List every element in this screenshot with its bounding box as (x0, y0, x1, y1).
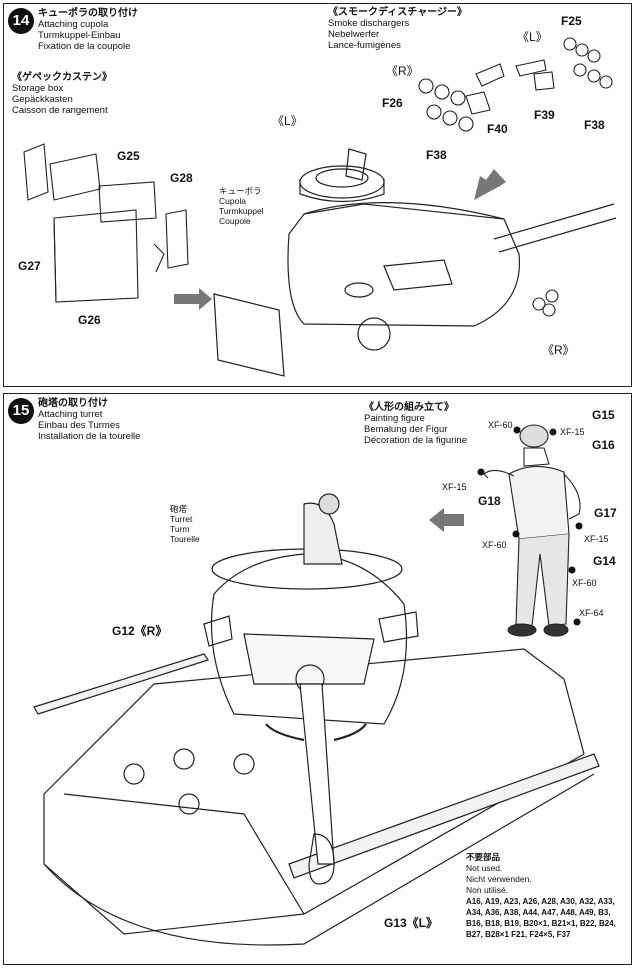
figure-arrow (429, 508, 464, 532)
figure-drawing (483, 424, 581, 637)
storage-en: Storage box (12, 83, 64, 94)
not-used-list: A16, A19, A23, A26, A28, A30, A32, A33, … (466, 897, 616, 939)
part-label-g14: G14 (593, 554, 616, 568)
title-jp: キューポラの取り付け (38, 8, 138, 19)
side-label-r-bottom: 《R》 (542, 343, 575, 357)
part-label-g16: G16 (592, 438, 615, 452)
figure-caption: 《人形の組み立て》 Painting figure Bemalung der F… (364, 402, 467, 446)
tank-hull-drawing (33, 648, 600, 946)
storage-jp: 《ゲペックカステン》 (12, 72, 112, 83)
turret-drawing (203, 493, 419, 885)
cupola-jp: キューポラ (219, 186, 262, 196)
step-15-title: 砲塔の取り付け Attaching turret Einbau des Turm… (38, 398, 140, 442)
smoke-de: Nebelwerfer (328, 29, 380, 40)
part-label-f26: F26 (382, 96, 403, 110)
smoke-en: Smoke dischargers (328, 18, 410, 29)
not-used-parts: 不要部品 Not used. Nicht verwenden. Non util… (466, 852, 626, 940)
figure-en: Painting figure (364, 413, 425, 424)
figure-fr: Décoration de la figurine (364, 435, 467, 446)
step-number: 14 (8, 8, 34, 34)
part-label-f38-left: F38 (426, 148, 447, 162)
side-label-r-top: 《R》 (386, 64, 419, 78)
title-en: Attaching turret (38, 409, 103, 420)
smoke-fr: Lance-fumigènes (328, 40, 401, 51)
paint-xf15-top: XF-15 (560, 427, 585, 437)
smoke-jp: 《スモークディスチャージー》 (328, 7, 467, 18)
part-label-g13: G13《L》 (384, 916, 439, 930)
paint-xf60-right: XF-60 (572, 578, 597, 588)
smoke-arrow (474, 169, 506, 200)
part-label-f38-right: F38 (584, 118, 605, 132)
side-label-l-cupola: 《L》 (272, 114, 303, 128)
title-fr: Installation de la tourelle (38, 431, 141, 442)
storage-box-caption: 《ゲペックカステン》 Storage box Gepäckkasten Cais… (12, 72, 112, 116)
side-label-l-top: 《L》 (517, 30, 548, 44)
paint-xf64: XF-64 (579, 608, 604, 618)
storage-de: Gepäckkasten (12, 94, 73, 105)
paint-xf60-top: XF-60 (488, 420, 513, 430)
smoke-discharger-caption: 《スモークディスチャージー》 Smoke dischargers Nebelwe… (328, 7, 467, 51)
part-label-g12: G12《R》 (112, 624, 168, 638)
title-de: Einbau des Turmes (38, 420, 120, 431)
title-fr: Fixation de la coupole (38, 41, 131, 52)
smoke-discharger-parts (418, 37, 613, 317)
cupola-de: Turmkuppel (219, 206, 264, 216)
step-14-panel: 14 キューポラの取り付け Attaching cupola Turmkuppe… (3, 3, 632, 387)
step-14-drawing (23, 37, 617, 377)
part-label-g18: G18 (478, 494, 501, 508)
title-jp: 砲塔の取り付け (38, 398, 108, 409)
not-used-de: Nicht verwenden. (466, 874, 532, 884)
not-used-jp: 不要部品 (466, 852, 501, 862)
assembly-arrow (174, 288, 212, 310)
paint-xf15-left: XF-15 (442, 482, 467, 492)
cupola-en: Cupola (219, 196, 246, 206)
part-label-f25: F25 (561, 14, 582, 28)
turret-jp: 砲塔 (170, 504, 188, 514)
figure-jp: 《人形の組み立て》 (364, 402, 454, 413)
step-15-drawing (33, 424, 600, 946)
part-label-g17: G17 (594, 506, 617, 520)
storage-box-parts (23, 143, 189, 303)
storage-fr: Caisson de rangement (12, 105, 108, 116)
part-label-f39: F39 (534, 108, 555, 122)
part-label-g15: G15 (592, 408, 615, 422)
turret-de: Turm (170, 524, 190, 534)
turret-en: Turret (170, 514, 193, 524)
part-label-g26: G26 (78, 313, 101, 327)
part-label-g28: G28 (170, 171, 193, 185)
title-en: Attaching cupola (38, 19, 109, 30)
part-label-f40: F40 (487, 122, 508, 136)
cupola-fr: Coupole (219, 216, 251, 226)
figure-de: Bemalung der Figur (364, 424, 448, 435)
step-15-panel: 15 砲塔の取り付け Attaching turret Einbau des T… (3, 393, 632, 965)
not-used-fr: Non utilisé. (466, 885, 509, 895)
part-label-g27: G27 (18, 259, 41, 273)
paint-xf60-left: XF-60 (482, 540, 507, 550)
paint-xf15-right: XF-15 (584, 534, 609, 544)
turret-caption: 砲塔 Turret Turm Tourelle (170, 504, 200, 544)
step-number: 15 (8, 398, 34, 424)
step-14-title: キューポラの取り付け Attaching cupola Turmkuppel-E… (38, 8, 138, 52)
cupola-caption: キューポラ Cupola Turmkuppel Coupole (219, 186, 264, 226)
part-label-g25: G25 (117, 149, 140, 163)
title-de: Turmkuppel-Einbau (38, 30, 121, 41)
paint-dots (477, 426, 583, 626)
not-used-en: Not used. (466, 863, 503, 873)
turret-fr: Tourelle (170, 534, 200, 544)
turret-drawing (213, 148, 617, 377)
